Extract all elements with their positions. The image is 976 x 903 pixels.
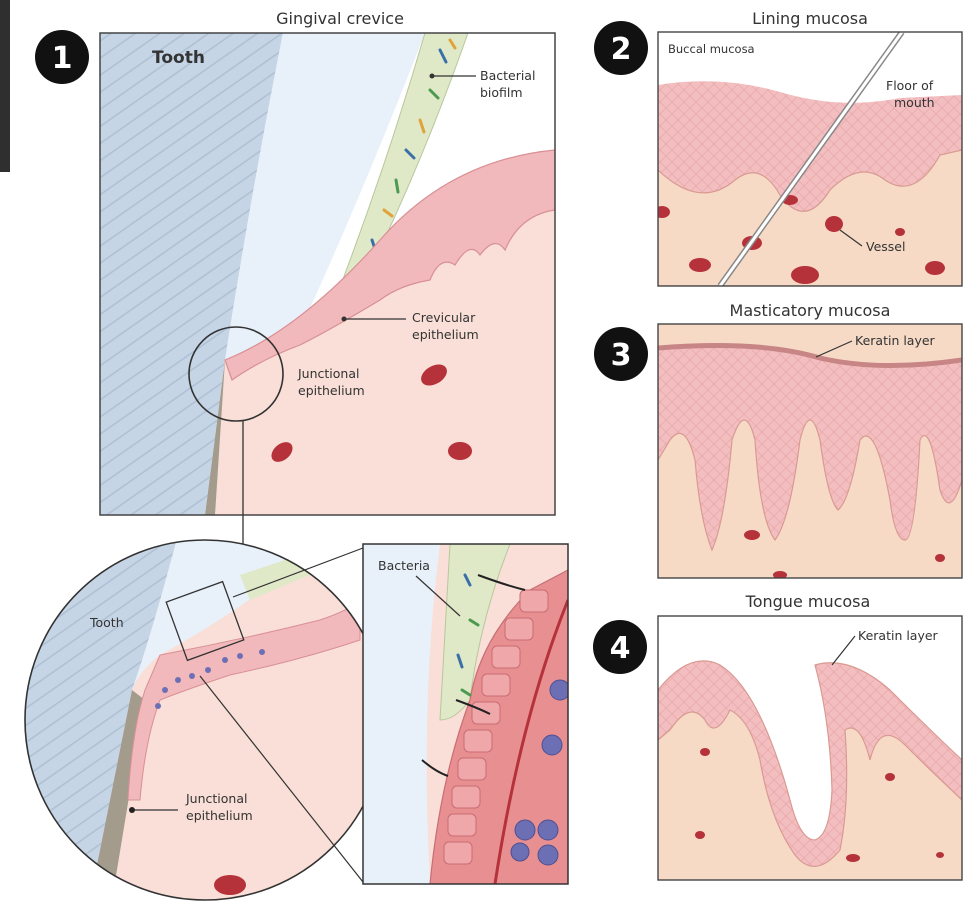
badge-4-number: 4 [610, 631, 631, 666]
panel-masticatory-mucosa: 3 Masticatory mucosa Keratin layer [594, 301, 962, 579]
panel-tongue-mucosa: 4 Tongue mucosa Keratin layer [593, 592, 962, 880]
cellular-inset: Bacteria [363, 544, 570, 884]
zoom-label-junctional: Junctional [185, 791, 247, 806]
label-mouth: mouth [894, 95, 935, 110]
title-lining-mucosa: Lining mucosa [752, 9, 868, 28]
label-crevicular-epithelium: epithelium [412, 327, 479, 342]
title-gingival-crevice: Gingival crevice [276, 9, 404, 28]
title-masticatory-mucosa: Masticatory mucosa [730, 301, 891, 320]
label-tooth: Tooth [152, 48, 205, 68]
zoom-label-tooth: Tooth [89, 615, 124, 630]
panel-lining-mucosa: 2 Lining mucosa Buccal mucosa Floor of m… [594, 9, 962, 286]
edge-bar [0, 0, 10, 172]
badge-2-number: 2 [611, 32, 632, 67]
zoom-label-junctional-epithelium: epithelium [186, 808, 253, 823]
label-crevicular: Crevicular [412, 310, 476, 325]
zoom-circle: Tooth Junctional epithelium [20, 535, 400, 903]
label-junctional: Junctional [297, 366, 359, 381]
badge-1-number: 1 [52, 41, 73, 76]
label-keratin-layer-3: Keratin layer [855, 333, 936, 348]
label-vessel: Vessel [866, 239, 905, 254]
label-bacterial: Bacterial [480, 68, 535, 83]
inset-label-bacteria: Bacteria [378, 558, 430, 573]
label-biofilm: biofilm [480, 85, 523, 100]
title-tongue-mucosa: Tongue mucosa [745, 592, 871, 611]
label-buccal-mucosa: Buccal mucosa [668, 42, 755, 56]
label-keratin-layer-4: Keratin layer [858, 628, 939, 643]
label-junctional-epithelium: epithelium [298, 383, 365, 398]
badge-3-number: 3 [611, 338, 632, 373]
panel-gingival-crevice: 1 Gingival crevice Tooth Bacterial biofi… [35, 9, 555, 545]
label-floor-of: Floor of [886, 78, 934, 93]
